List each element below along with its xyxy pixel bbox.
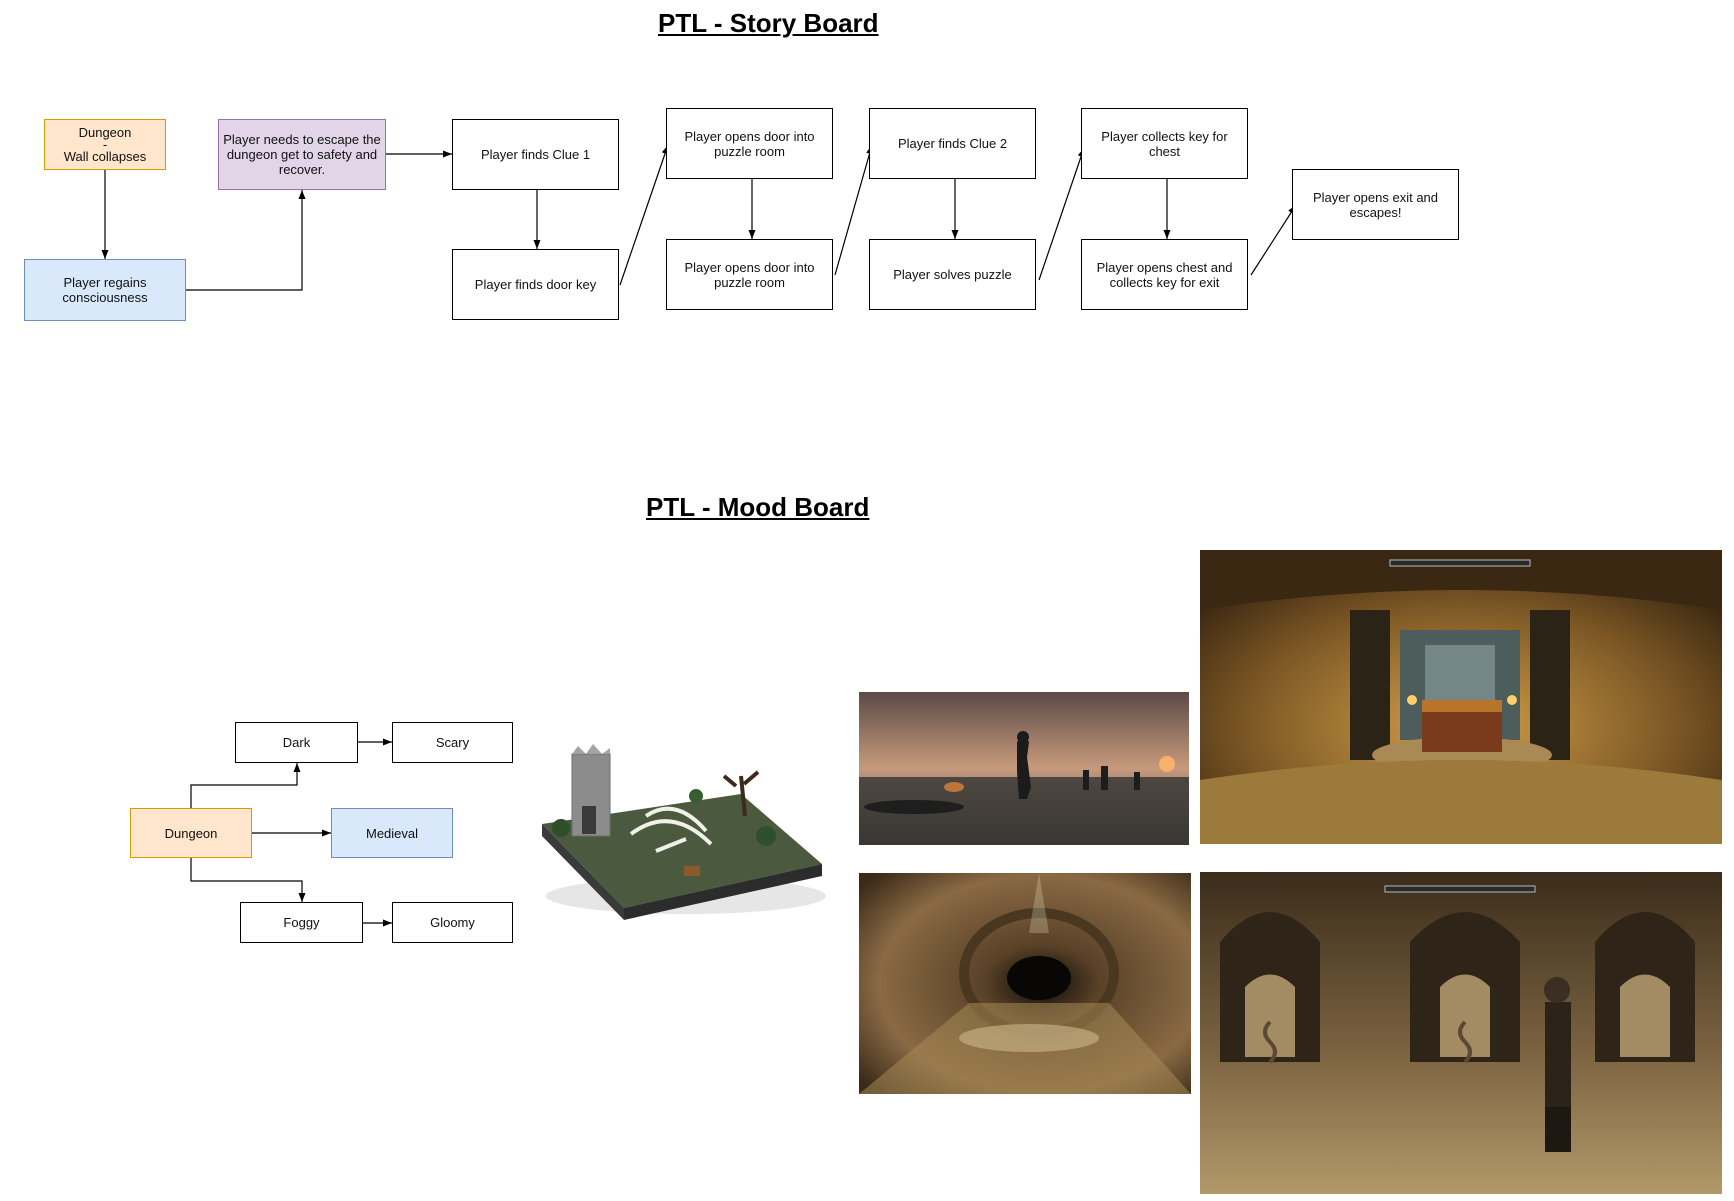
node-collects-key-label: Player collects key for chest (1101, 128, 1228, 159)
node-clue-1[interactable]: Player finds Clue 1 (452, 119, 619, 190)
node-door-key[interactable]: Player finds door key (452, 249, 619, 320)
node-dungeon-line1: Dungeon (78, 125, 132, 140)
story-board-title: PTL - Story Board (658, 8, 879, 38)
node-open-door-1-label: Player opens door into puzzle room (684, 128, 815, 159)
edge-opendoor2-to-clue2 (834, 144, 873, 276)
node-solves-puzzle[interactable]: Player solves puzzle (869, 239, 1036, 310)
node-opens-chest-label: Player opens chest and collects key for … (1096, 259, 1233, 290)
stone-tunnel-corridor-image (859, 873, 1191, 1094)
edge-regains-to-escape (186, 190, 306, 291)
node-dungeon-wall-collapses[interactable]: Dungeon-Wall collapses (44, 119, 166, 170)
dungeon-puzzle-door-chamber-image (1200, 872, 1722, 1194)
edge-dungeon-to-foggy (190, 858, 306, 902)
node-collects-key[interactable]: Player collects key for chest (1081, 108, 1248, 179)
node-open-door-1[interactable]: Player opens door into puzzle room (666, 108, 833, 179)
node-clue-2[interactable]: Player finds Clue 2 (869, 108, 1036, 179)
node-foggy[interactable]: Foggy (240, 902, 363, 943)
node-dark[interactable]: Dark (235, 722, 358, 763)
mood-board-title: PTL - Mood Board (646, 492, 870, 522)
node-player-needs-escape-label: Player needs to escape the dungeon get t… (223, 132, 381, 177)
node-scary-label: Scary (435, 735, 470, 750)
dungeon-treasure-chest-chamber-image (1200, 550, 1722, 844)
node-exit-label: Player opens exit and escapes! (1312, 189, 1439, 220)
lego-ruined-tower-diorama-image (536, 736, 832, 931)
node-medieval-label: Medieval (365, 825, 419, 841)
node-mood-dungeon[interactable]: Dungeon (130, 808, 252, 858)
node-open-door-2-label: Player opens door into puzzle room (684, 259, 815, 290)
node-foggy-label: Foggy (283, 915, 320, 930)
node-player-needs-escape[interactable]: Player needs to escape the dungeon get t… (218, 119, 386, 190)
node-door-key-label: Player finds door key (474, 277, 597, 292)
node-solves-puzzle-label: Player solves puzzle (893, 267, 1012, 282)
node-dungeon-line2: - (102, 137, 108, 152)
node-dungeon-line3: Wall collapses (63, 149, 147, 164)
node-opens-chest[interactable]: Player opens chest and collects key for … (1081, 239, 1248, 310)
node-player-regains[interactable]: Player regains consciousness (24, 259, 186, 321)
edge-dungeon-to-dark (190, 763, 301, 808)
node-clue-1-label: Player finds Clue 1 (480, 147, 591, 162)
node-clue-2-label: Player finds Clue 2 (897, 136, 1008, 151)
node-medieval[interactable]: Medieval (331, 808, 453, 858)
node-exit[interactable]: Player opens exit and escapes! (1292, 169, 1459, 240)
edge-chest-to-exit (1250, 204, 1297, 276)
edge-doorkey-to-opendoor1 (619, 144, 669, 286)
node-dark-label: Dark (282, 735, 311, 750)
node-scary[interactable]: Scary (392, 722, 513, 763)
foggy-battlefield-at-dusk-image (859, 692, 1189, 845)
node-open-door-2[interactable]: Player opens door into puzzle room (666, 239, 833, 310)
node-gloomy[interactable]: Gloomy (392, 902, 513, 943)
node-mood-dungeon-label: Dungeon (164, 825, 218, 841)
edge-solves-to-collects (1038, 147, 1085, 281)
node-gloomy-label: Gloomy (430, 915, 475, 930)
node-player-regains-label: Player regains consciousness (62, 275, 148, 305)
